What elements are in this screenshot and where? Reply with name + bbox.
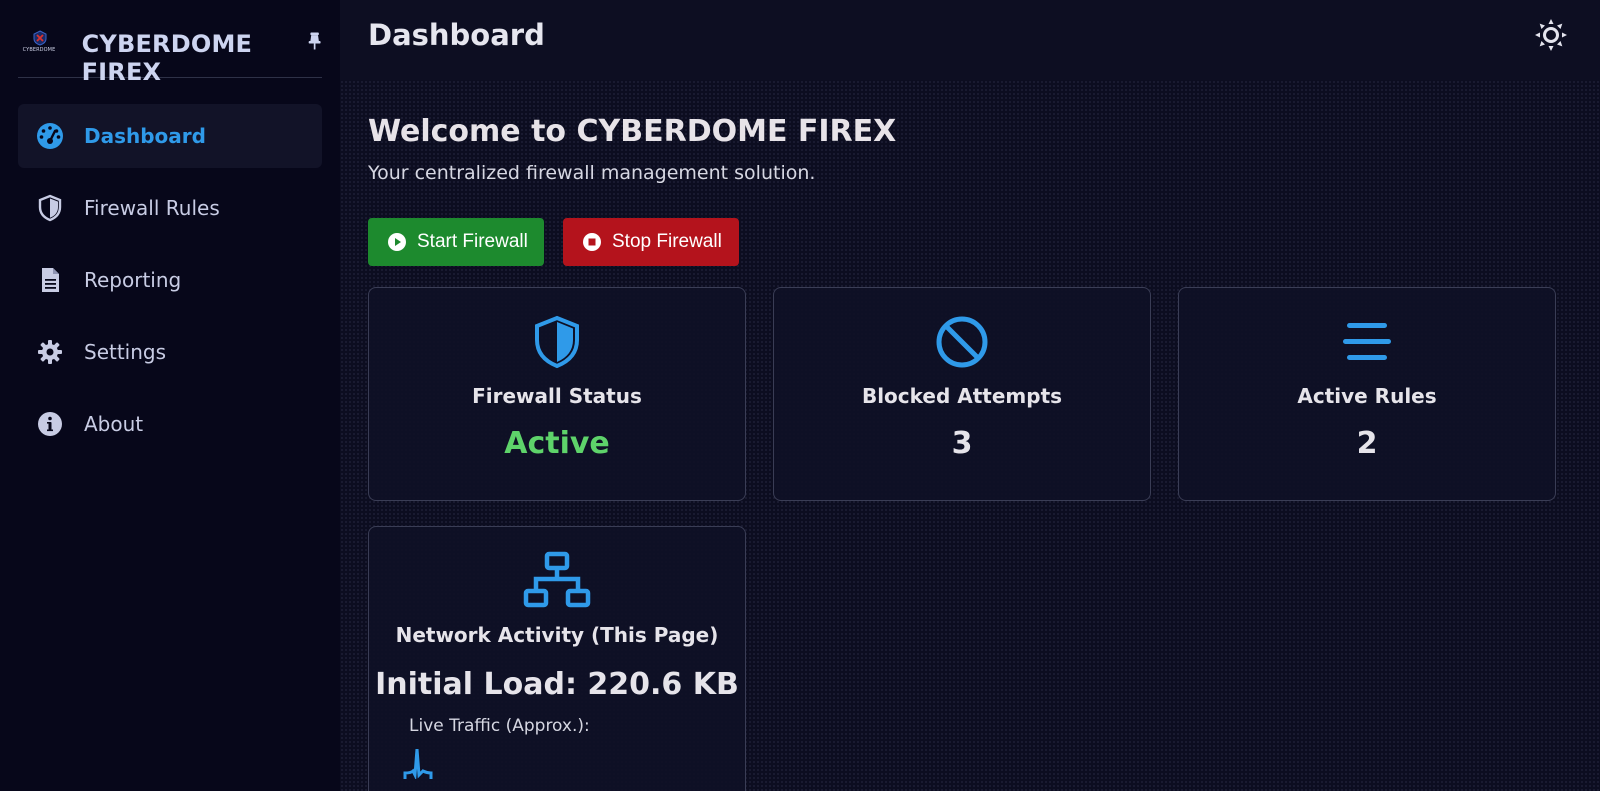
sidebar-item-label: Reporting: [84, 268, 182, 292]
welcome-subtitle: Your centralized firewall management sol…: [368, 162, 816, 184]
stop-firewall-label: Stop Firewall: [612, 231, 722, 252]
sidebar: CYBERDOME CYBERDOME FIREX Dashboard: [0, 0, 340, 791]
card-title: Active Rules: [1297, 384, 1437, 408]
stop-firewall-button[interactable]: Stop Firewall: [563, 218, 739, 266]
firewall-status-card: Firewall Status Active: [368, 287, 746, 501]
brand-title: CYBERDOME FIREX: [81, 30, 253, 86]
ban-icon: [936, 316, 988, 368]
pin-icon[interactable]: [307, 29, 322, 53]
logo: CYBERDOME: [18, 30, 55, 60]
sidebar-item-dashboard[interactable]: Dashboard: [18, 104, 322, 168]
live-traffic-sparkline: [403, 749, 433, 779]
gear-icon: [38, 340, 62, 364]
blocked-attempts-value: 3: [951, 426, 973, 461]
brand: CYBERDOME CYBERDOME FIREX: [18, 18, 322, 86]
dashboard-content: Welcome to CYBERDOME FIREX Your centrali…: [340, 80, 1600, 791]
shield-icon: [535, 315, 579, 369]
welcome-heading: Welcome to CYBERDOME FIREX: [368, 114, 897, 149]
blocked-attempts-card: Blocked Attempts 3: [773, 287, 1151, 501]
logo-icon: [33, 30, 47, 46]
sun-icon[interactable]: [1534, 18, 1568, 52]
sidebar-item-about[interactable]: About: [18, 392, 322, 456]
sidebar-item-settings[interactable]: Settings: [18, 320, 322, 384]
card-title: Blocked Attempts: [861, 384, 1063, 408]
card-title: Network Activity (This Page): [395, 623, 719, 647]
network-activity-card: Network Activity (This Page) Initial Loa…: [368, 526, 746, 791]
sidebar-item-reporting[interactable]: Reporting: [18, 248, 322, 312]
stop-circle-icon: [583, 233, 601, 251]
sidebar-item-label: Settings: [84, 340, 167, 364]
network-icon: [523, 551, 591, 608]
sidebar-nav: Dashboard Firewall Rules Reporting: [18, 104, 322, 464]
start-firewall-label: Start Firewall: [417, 231, 528, 252]
list-icon: [1343, 323, 1391, 360]
file-icon: [42, 268, 59, 292]
active-rules-card: Active Rules 2: [1178, 287, 1556, 501]
card-title: Firewall Status: [472, 384, 642, 408]
play-circle-icon: [388, 233, 406, 251]
top-bar: Dashboard: [340, 0, 1600, 80]
gauge-icon: [37, 123, 63, 149]
start-firewall-button[interactable]: Start Firewall: [368, 218, 544, 266]
firewall-status-value: Active: [504, 426, 610, 461]
sidebar-item-label: Firewall Rules: [84, 196, 220, 220]
shield-icon: [38, 194, 62, 222]
page-title: Dashboard: [368, 18, 545, 52]
active-rules-value: 2: [1356, 426, 1378, 461]
sidebar-item-label: About: [84, 412, 144, 436]
logo-text: CYBERDOME: [22, 47, 56, 53]
sidebar-item-label: Dashboard: [84, 124, 206, 148]
info-icon: [38, 412, 62, 436]
initial-load-value: Initial Load: 220.6 KB: [375, 667, 739, 702]
sidebar-item-firewall-rules[interactable]: Firewall Rules: [18, 176, 322, 240]
live-traffic-label: Live Traffic (Approx.):: [409, 716, 590, 736]
